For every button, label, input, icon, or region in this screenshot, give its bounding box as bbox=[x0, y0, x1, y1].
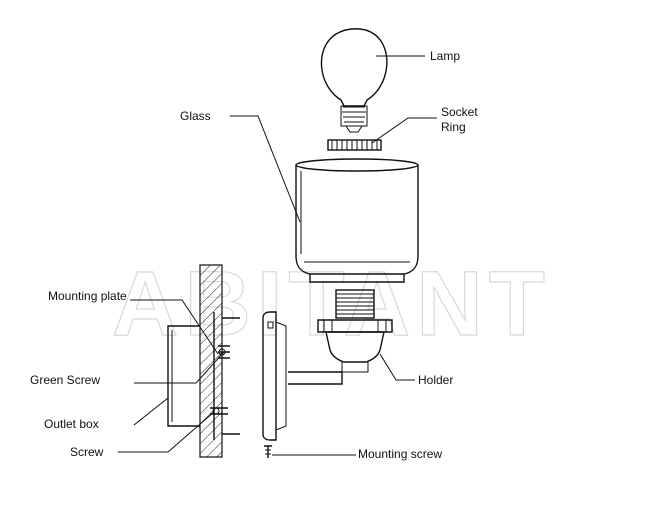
label-holder: Holder bbox=[418, 373, 453, 387]
backplate bbox=[262, 311, 287, 441]
socket-ring bbox=[327, 139, 382, 151]
label-glass: Glass bbox=[180, 109, 211, 123]
label-mounting-screw: Mounting screw bbox=[358, 447, 442, 461]
glass-shade bbox=[295, 158, 419, 283]
box-screw bbox=[210, 407, 228, 415]
lamp-bulb bbox=[320, 28, 388, 133]
label-screw: Screw bbox=[70, 445, 104, 459]
mounting-screw bbox=[264, 445, 272, 458]
label-outlet-box: Outlet box bbox=[44, 417, 99, 431]
leader-lines bbox=[118, 55, 437, 456]
watermark-logo: ABITANT bbox=[112, 253, 551, 355]
outlet-box bbox=[167, 325, 200, 427]
lamp-holder bbox=[288, 289, 393, 385]
label-green-screw: Green Screw bbox=[30, 373, 100, 387]
label-lamp: Lamp bbox=[430, 49, 460, 63]
mounting-plate bbox=[213, 312, 240, 440]
label-socket-ring-line1: Socket bbox=[441, 105, 478, 119]
label-mounting-plate: Mounting plate bbox=[48, 289, 127, 303]
label-socket-ring-line2: Ring bbox=[441, 120, 466, 134]
wall-section bbox=[199, 264, 223, 458]
